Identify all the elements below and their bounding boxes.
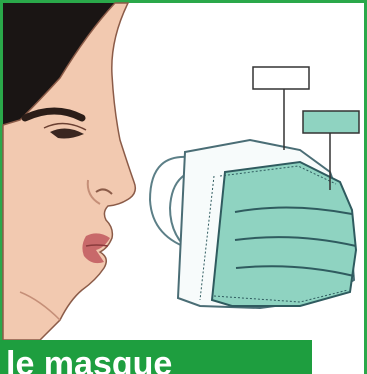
mask-outer-layer [212,162,356,306]
banner-title: le masque [6,344,172,374]
title-banner: le masque [0,340,312,374]
outer-label-box [253,67,309,89]
inner-label-box [303,111,359,133]
